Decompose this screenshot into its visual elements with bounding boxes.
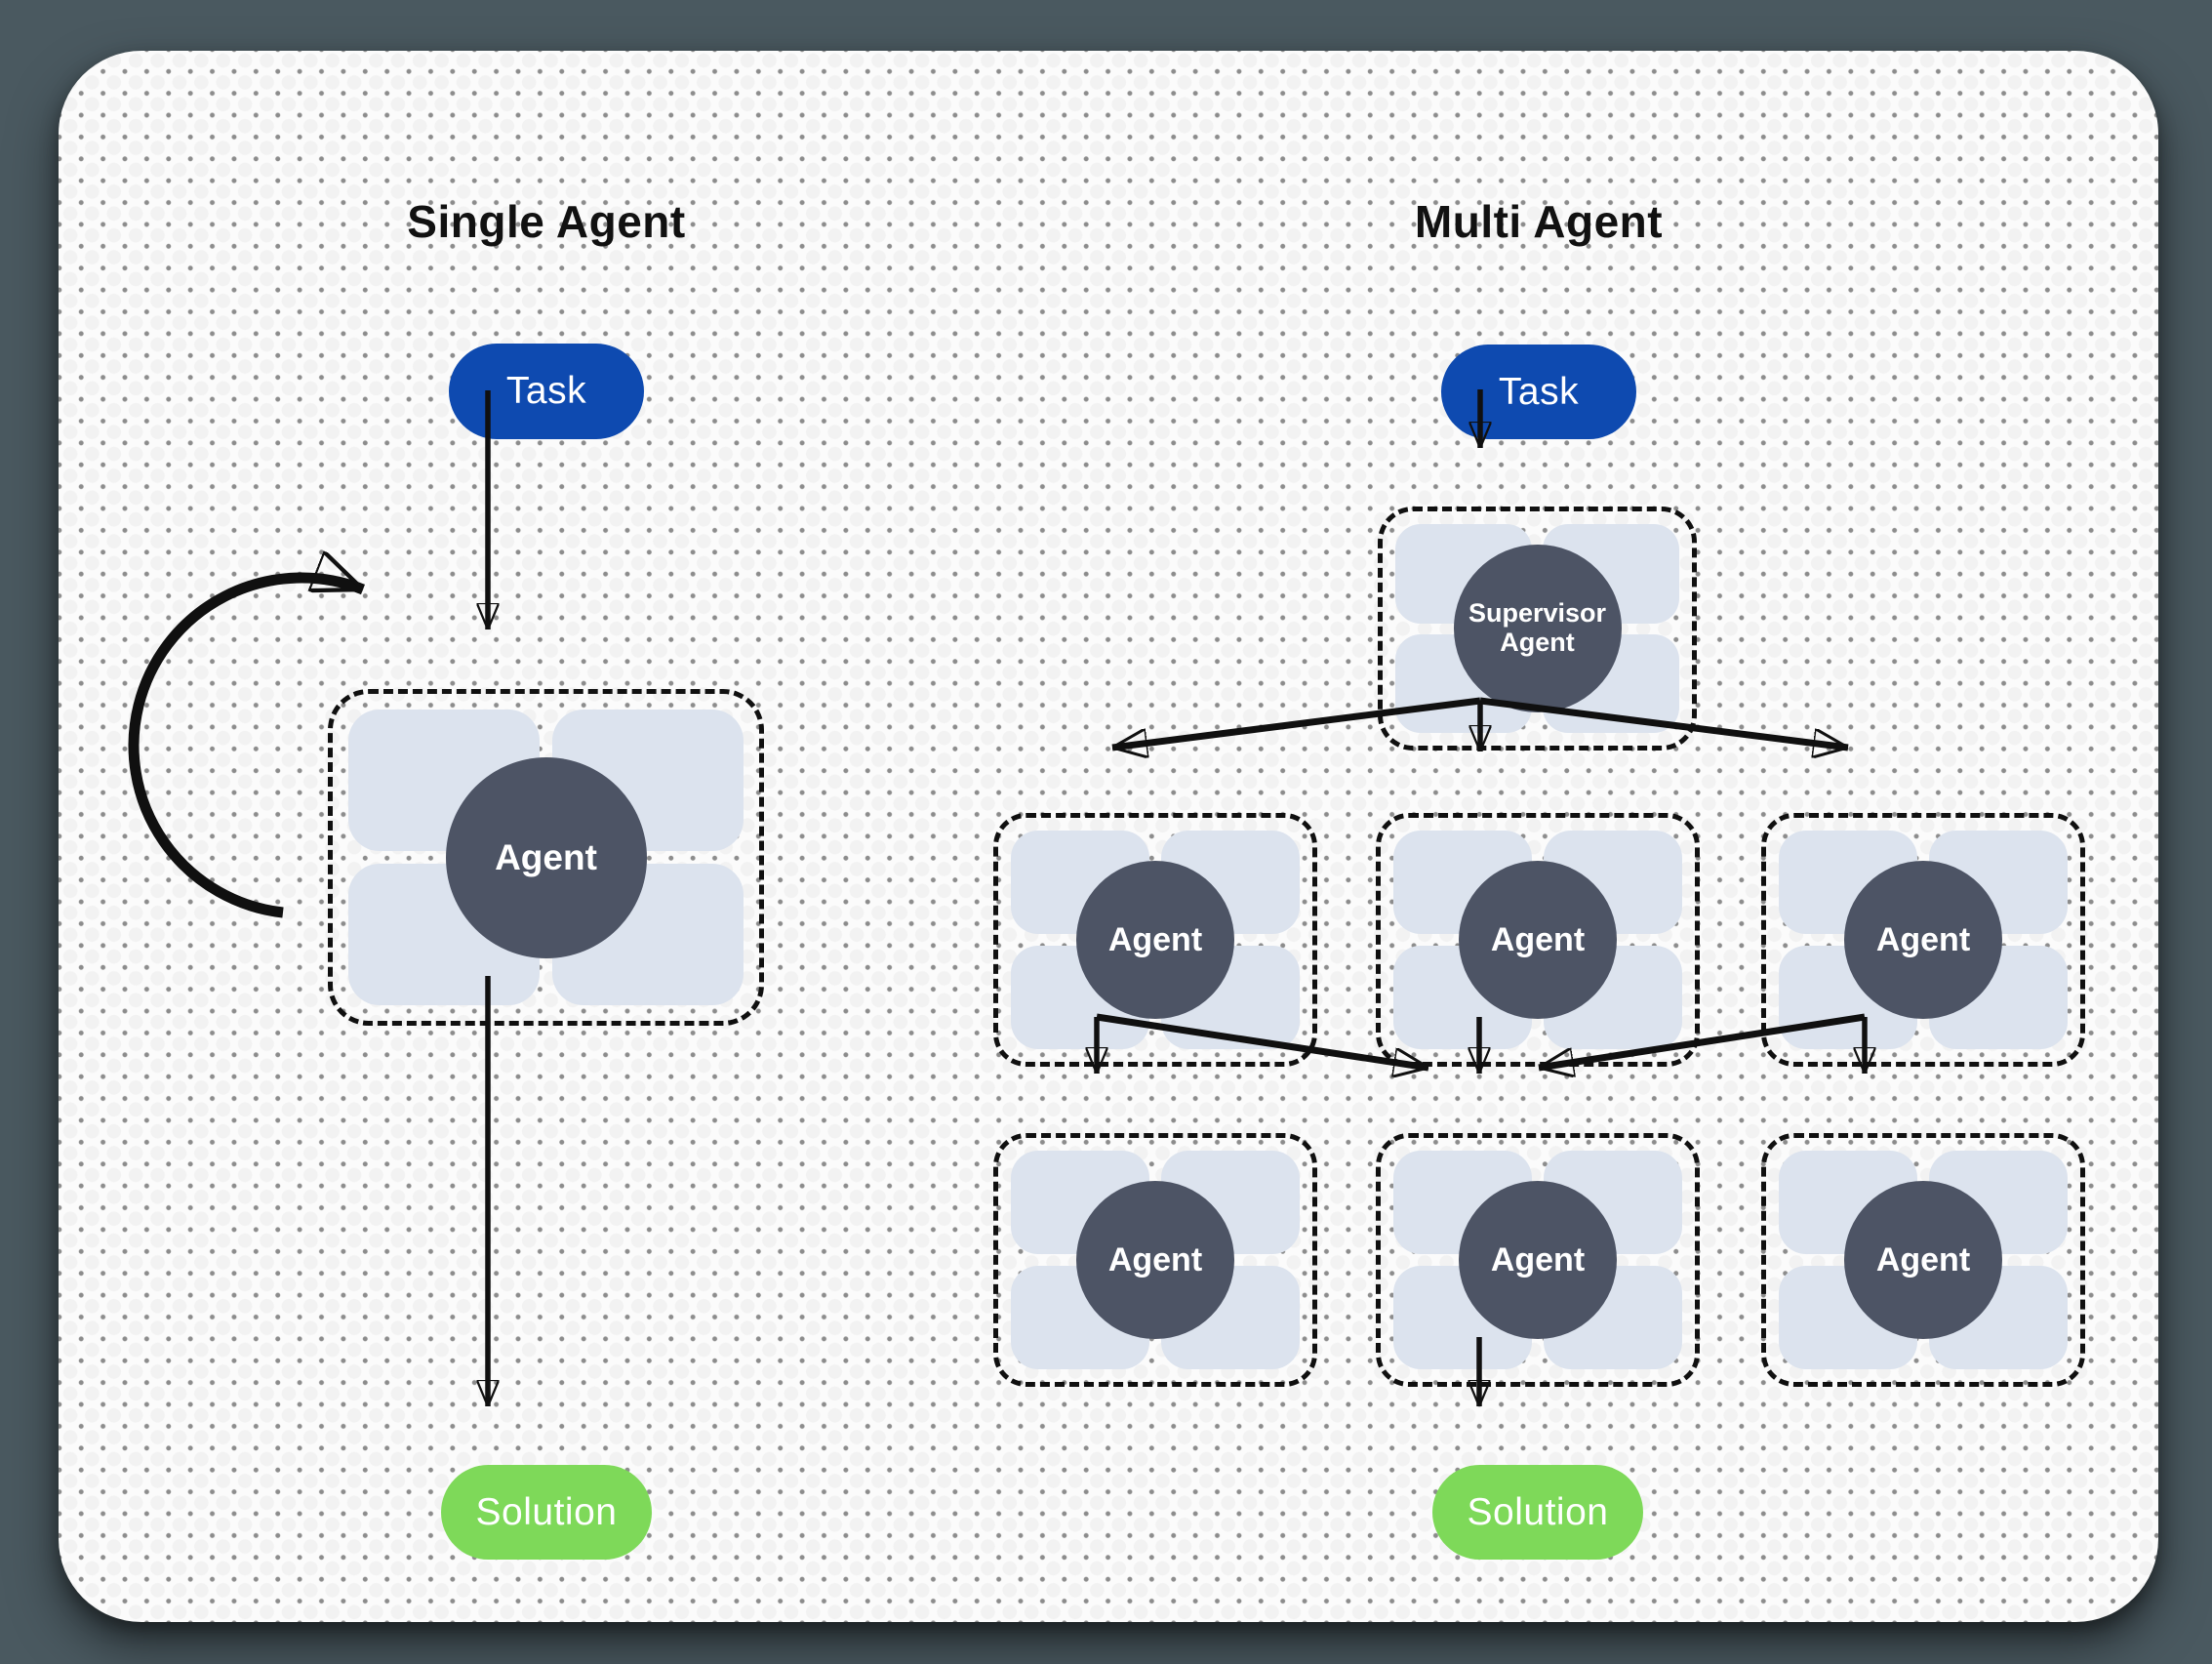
agent-circle-row2-left: Agent [1076,1181,1234,1339]
single-agent-title: Single Agent [407,196,686,247]
single-agent-box: Agent [328,689,764,1026]
agent-box-row1-right: Agent [1761,813,2085,1067]
multi-task-label: Task [1498,370,1580,413]
multi-solution-node: Solution [1432,1465,1643,1560]
agent-circle-row2-middle: Agent [1459,1181,1617,1339]
agent-box-row2-right: Agent [1761,1133,2085,1387]
supervisor-agent-box: Supervisor Agent [1378,507,1697,751]
agent-circle-row1-middle: Agent [1459,861,1617,1019]
single-solution-label: Solution [475,1490,618,1533]
supervisor-label-line2: Agent [1500,628,1575,657]
agent-label: Agent [1107,920,1203,958]
single-task-node: Task [449,344,644,439]
agent-box-row2-middle: Agent [1376,1133,1700,1387]
single-agent-label: Agent [495,836,597,877]
supervisor-agent-circle: Supervisor Agent [1453,545,1622,712]
agent-label: Agent [1490,920,1586,958]
multi-solution-label: Solution [1467,1490,1609,1533]
agent-box-row1-left: Agent [993,813,1317,1067]
agent-circle-row1-right: Agent [1844,861,2002,1019]
multi-task-node: Task [1441,345,1636,439]
agent-box-row2-left: Agent [993,1133,1317,1387]
agent-label: Agent [1107,1240,1203,1278]
single-task-label: Task [505,370,587,412]
diagram-card: Single Agent Multi Agent Task Agent Solu… [59,51,2158,1622]
multi-agent-title: Multi Agent [1414,196,1664,247]
agent-box-row1-middle: Agent [1376,813,1700,1067]
agent-circle-row2-right: Agent [1844,1181,2002,1339]
agent-label: Agent [1875,1240,1971,1278]
supervisor-label-line1: Supervisor [1468,598,1607,629]
single-solution-node: Solution [441,1465,652,1560]
agent-label: Agent [1875,920,1971,958]
agent-label: Agent [1490,1240,1586,1278]
single-agent-circle: Agent [445,756,647,958]
agent-circle-row1-left: Agent [1076,861,1234,1019]
